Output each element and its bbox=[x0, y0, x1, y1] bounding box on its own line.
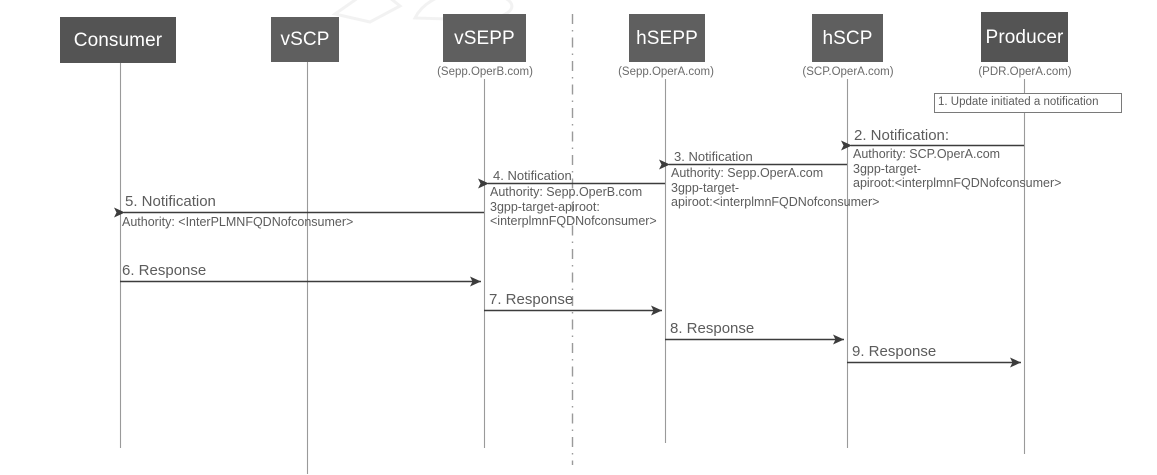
message-arrows bbox=[114, 140, 1024, 368]
note-update-initiated: 1. Update initiated a notification bbox=[934, 93, 1122, 113]
actor-label-hsepp: hSEPP bbox=[636, 27, 698, 49]
message-label-3-line3: apiroot:<interplmnFQDNofconsumer> bbox=[671, 195, 880, 209]
message-label-8-title: 8. Response bbox=[670, 320, 755, 337]
actor-box-hscp[interactable]: hSCP bbox=[812, 14, 883, 62]
actor-subtitle-hscp: (SCP.OperA.com) bbox=[802, 66, 894, 78]
message-label-5-title: 5. Notification bbox=[125, 193, 216, 210]
message-label-5-line1: Authority: <InterPLMNFQDNofconsumer> bbox=[122, 215, 354, 229]
message-label-2-line3: apiroot:<interplmnFQDNofconsumer> bbox=[853, 176, 1062, 190]
message-label-6-title: 6. Response bbox=[122, 262, 207, 279]
message-label-3-line1: Authority: Sepp.OperA.com bbox=[671, 166, 824, 180]
message-label-4-line1: Authority: Sepp.OperB.com bbox=[490, 185, 643, 199]
actor-label-vscp: vSCP bbox=[280, 29, 330, 50]
message-label-2-line2: 3gpp-target- bbox=[853, 162, 922, 176]
actor-box-vscp[interactable]: vSCP bbox=[271, 17, 339, 62]
actor-label-vsepp: vSEPP bbox=[454, 27, 515, 49]
actor-label-hscp: hSCP bbox=[822, 27, 873, 49]
actor-box-producer[interactable]: Producer bbox=[981, 12, 1068, 62]
actor-subtitle-hsepp: (Sepp.OperA.com) bbox=[618, 66, 714, 78]
lifelines bbox=[119, 62, 1026, 474]
message-label-4-line3: <interplmnFQDNofconsumer> bbox=[490, 214, 657, 228]
message-label-4-line2: 3gpp-target-apiroot: bbox=[490, 200, 600, 214]
actor-label-consumer: Consumer bbox=[73, 29, 163, 51]
message-label-7-title: 7. Response bbox=[489, 291, 574, 308]
message-label-2-title: 2. Notification: bbox=[854, 127, 950, 144]
message-label-4-title: 4. Notification bbox=[493, 168, 572, 183]
message-label-9-title: 9. Response bbox=[852, 343, 937, 360]
actor-label-producer: Producer bbox=[985, 26, 1064, 48]
actor-box-hsepp[interactable]: hSEPP bbox=[629, 14, 705, 62]
actor-subtitle-producer: (PDR.OperA.com) bbox=[978, 66, 1072, 78]
message-label-3-line2: 3gpp-target- bbox=[671, 181, 740, 195]
message-label-3-title: 3. Notification bbox=[674, 149, 753, 164]
message-label-2-line1: Authority: SCP.OperA.com bbox=[853, 147, 1001, 161]
actor-box-vsepp[interactable]: vSEPP bbox=[443, 14, 526, 62]
actor-subtitle-vsepp: (Sepp.OperB.com) bbox=[437, 66, 533, 78]
actor-box-consumer[interactable]: Consumer bbox=[60, 17, 176, 63]
